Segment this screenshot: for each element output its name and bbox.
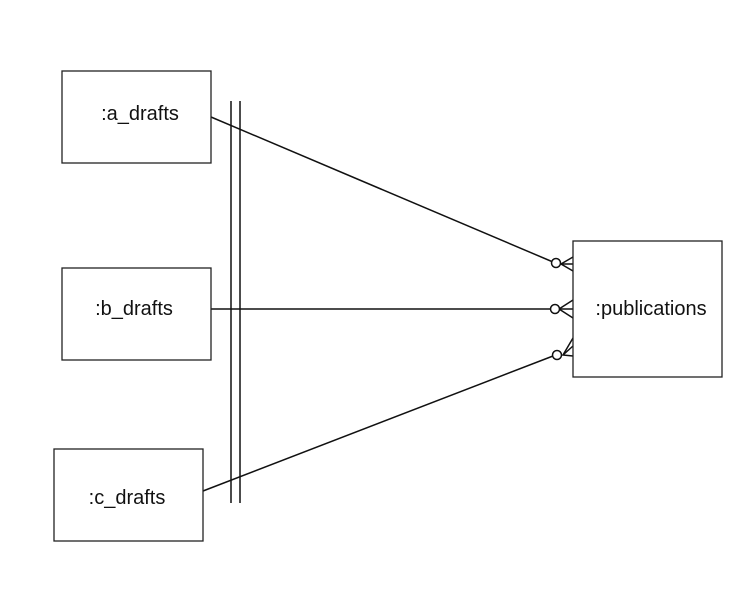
entity-c-drafts[interactable]: :c_drafts (53, 448, 204, 542)
entity-b-drafts[interactable]: :b_drafts (61, 267, 212, 361)
entity-a-drafts[interactable]: :a_drafts (61, 70, 212, 164)
crows-foot-marker-b (549, 299, 574, 319)
entity-c-drafts-label: :c_drafts (89, 487, 166, 509)
crows-foot-marker-c (551, 337, 574, 361)
entity-publications[interactable]: :publications (572, 240, 723, 378)
relationship-line-c-drafts (202, 355, 554, 492)
crows-foot-marker-a (550, 256, 574, 272)
entity-a-drafts-label: :a_drafts (101, 103, 179, 125)
entity-b-drafts-label: :b_drafts (95, 298, 173, 320)
entity-publications-label: :publications (595, 298, 706, 320)
relationship-line-a-drafts (210, 116, 554, 263)
